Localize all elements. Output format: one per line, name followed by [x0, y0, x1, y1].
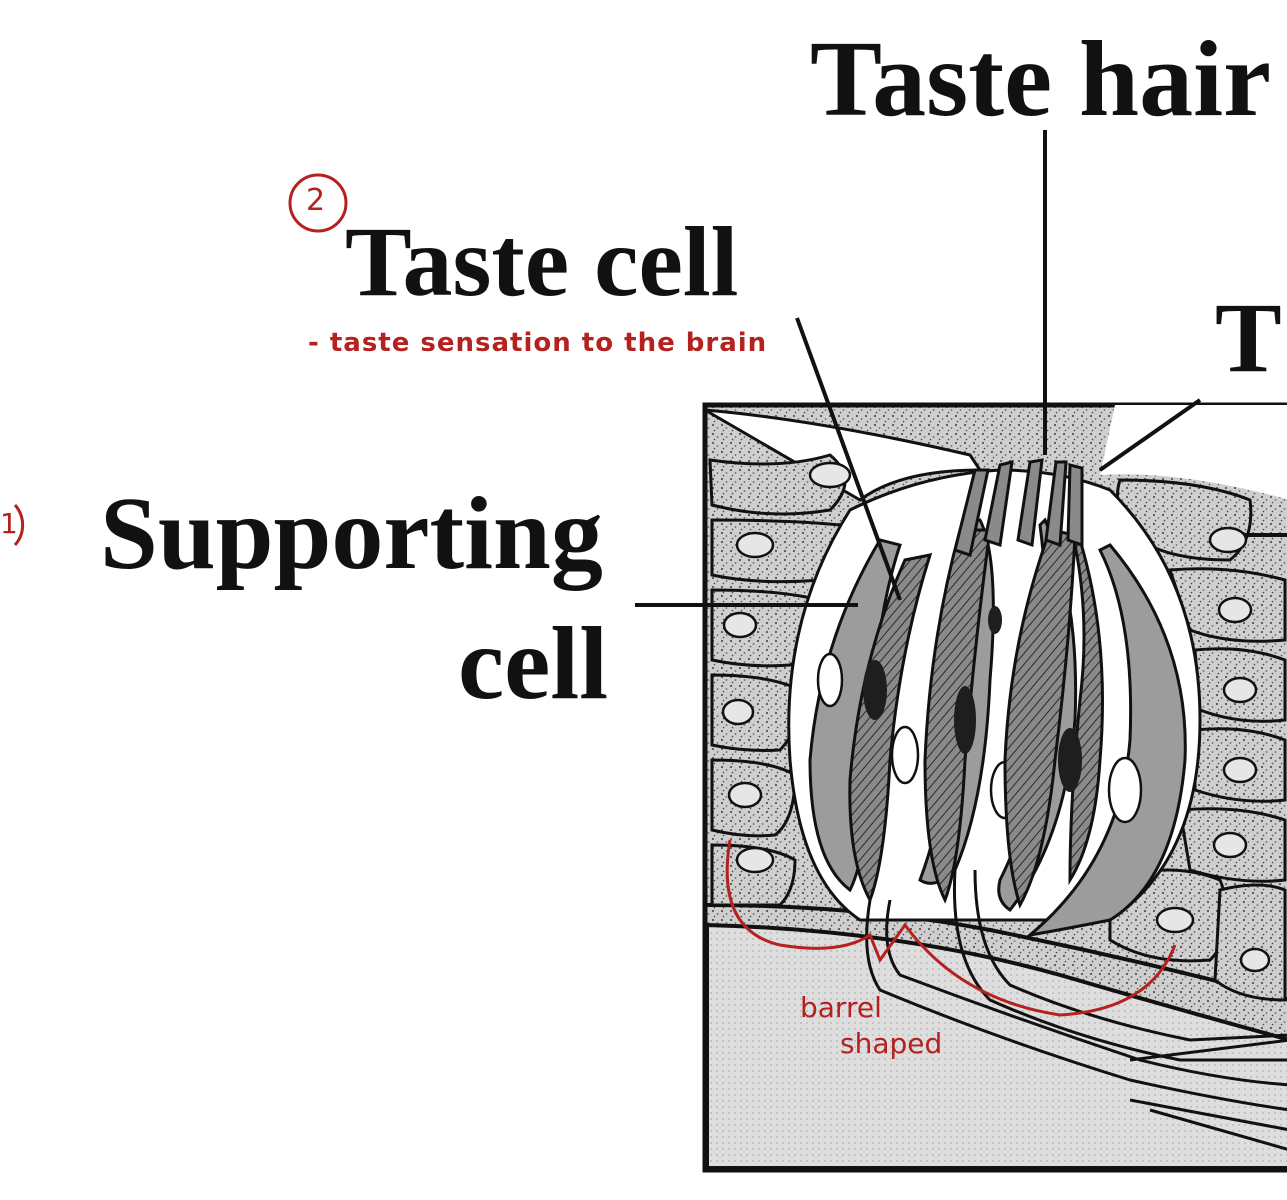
barrel-shape-bracket	[725, 839, 1177, 1017]
taste-cell-label: Taste cell	[345, 206, 739, 317]
taste-pore-leader	[1098, 398, 1202, 472]
nerve-fibers	[865, 869, 1287, 1151]
taste-hairs	[953, 458, 1084, 557]
taste-hair-label: Taste hair	[810, 20, 1272, 139]
taste-cell-leader	[795, 317, 902, 601]
annotation-shaped: shaped	[840, 1027, 943, 1060]
supporting-cell-label-line1: Supporting	[100, 476, 603, 591]
supporting-cell-nuclei	[816, 652, 1143, 824]
taste-pore-label-partial: T	[1215, 282, 1282, 393]
epithelial-nuclei	[721, 461, 1271, 973]
annotation-barrel: barrel	[800, 991, 882, 1024]
number-circle-1	[13, 504, 25, 546]
taste-cells	[848, 528, 1104, 909]
number-circle-2	[288, 173, 348, 233]
hand-annotations	[13, 173, 1177, 1017]
annotation-taste-cell-note: - taste sensation to the brain	[308, 328, 768, 358]
supporting-cell-label-line2: cell	[458, 606, 609, 721]
annotation-number-2: 2	[306, 183, 326, 218]
taste-cell-nuclei	[863, 606, 1082, 792]
leader-lines	[635, 130, 1287, 607]
annotation-number-1: 1	[0, 507, 18, 540]
